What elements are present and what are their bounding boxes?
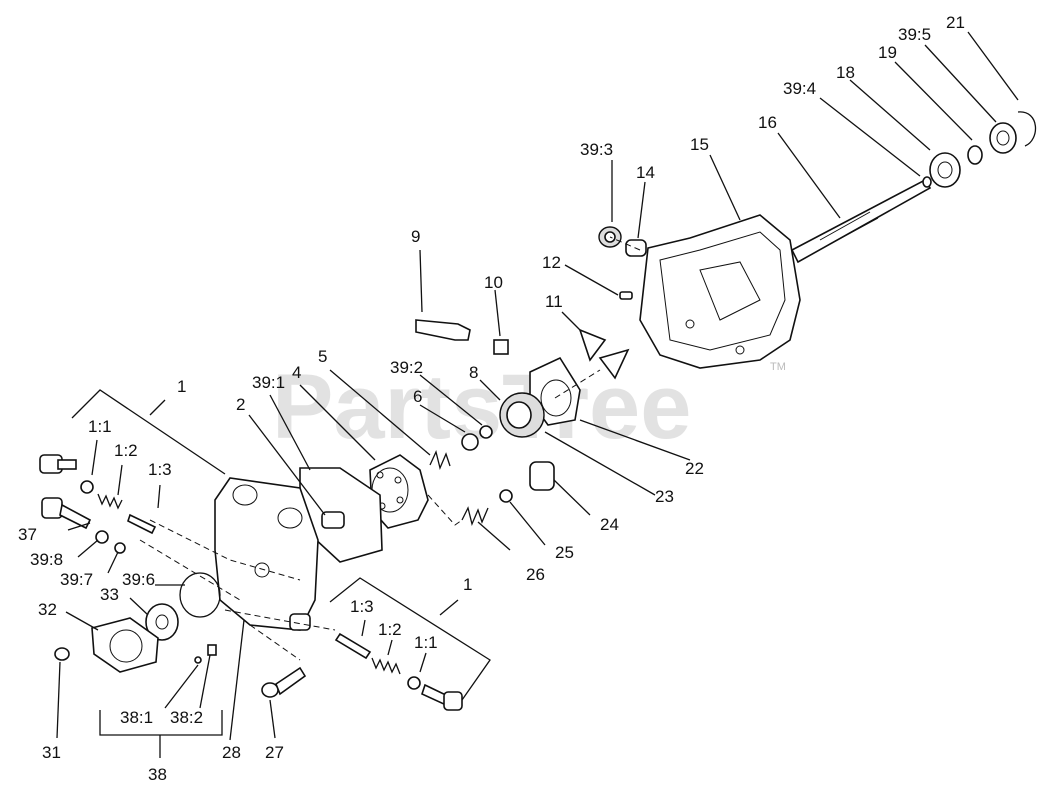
fitting-part-37[interactable] [41,497,92,530]
center-section-part-28[interactable] [214,477,319,631]
bushing-part-2[interactable] [321,511,345,529]
sleeve-part-24[interactable] [529,461,555,491]
callout-8: 8 [469,363,478,382]
callout-1-2-right: 1:2 [378,620,402,639]
spring-part-1-2-right[interactable] [371,657,401,675]
washer-part-39-2[interactable] [479,425,493,439]
callout-33: 33 [100,585,119,604]
washer-part-19[interactable] [967,145,983,165]
gerotor-part-33[interactable] [145,603,179,641]
callout-12: 12 [542,253,561,272]
callout-24: 24 [600,515,619,534]
callout-23: 23 [655,487,674,506]
pin-part-12[interactable] [619,291,633,300]
callout-1-1-right: 1:1 [414,633,438,652]
callout-31: 31 [42,743,61,762]
callout-32: 32 [38,600,57,619]
thrust-plate-part-11[interactable] [578,328,630,380]
retaining-ring-part-21[interactable] [1017,111,1037,147]
callout-39-5: 39:5 [898,25,931,44]
valve-pin-part-1-3-left[interactable] [127,513,157,535]
callout-18: 18 [836,63,855,82]
callout-labels: 1 1:1 1:2 1:3 1 1:3 1:2 1:1 2 39:1 4 5 3… [18,13,965,784]
callout-39-3: 39:3 [580,140,613,159]
seal-part-39-5[interactable] [989,122,1017,154]
callout-1-1-left: 1:1 [88,417,112,436]
assembly-centerlines [139,236,641,661]
callout-1-2-left: 1:2 [114,441,138,460]
spring-part-5[interactable] [429,450,451,471]
callout-16: 16 [758,113,777,132]
callout-1-3-left: 1:3 [148,460,172,479]
valve-plug-part-1-right[interactable] [421,683,463,711]
callout-19: 19 [878,43,897,62]
thrust-bearing-part-23[interactable] [499,392,545,438]
callout-11: 11 [545,292,563,311]
cover-part-32[interactable] [91,617,159,673]
callout-26: 26 [526,565,545,584]
leader-lines [56,31,1019,758]
shaft-part-16[interactable] [790,178,932,264]
valve-pin-part-1-3-right[interactable] [334,632,372,660]
callout-39-6: 39:6 [122,570,155,589]
callout-21: 21 [946,13,965,32]
callout-22: 22 [685,459,704,478]
block-part-10[interactable] [493,339,509,355]
callout-9: 9 [411,227,420,246]
callout-39-1: 39:1 [252,373,285,392]
callout-39-7: 39:7 [60,570,93,589]
callout-1-left: 1 [177,377,186,396]
o-ring-part-39-7[interactable] [114,542,126,554]
o-ring-part-39-6[interactable] [179,572,221,618]
spring-part-26[interactable] [461,506,489,527]
callout-27: 27 [265,743,284,762]
ball-part-38-1[interactable] [194,656,202,664]
callout-39-8: 39:8 [30,550,63,569]
housing-part-15[interactable] [639,214,801,369]
ring-part-39-4[interactable] [922,176,932,188]
callout-25: 25 [555,543,574,562]
callout-39-4: 39:4 [783,79,816,98]
callout-14: 14 [636,163,655,182]
callout-4: 4 [292,363,301,382]
lever-part-9[interactable] [415,319,471,341]
spring-part-1-2-left[interactable] [97,493,123,510]
callout-1-right: 1 [463,575,472,594]
o-ring-part-1-1-left[interactable] [80,480,94,494]
screw-part-31[interactable] [54,647,70,661]
callout-5: 5 [318,347,327,366]
ring-part-25[interactable] [499,489,513,503]
callout-6: 6 [413,387,422,406]
o-ring-part-1-1-right[interactable] [407,676,421,690]
spring-part-38-2[interactable] [207,644,217,656]
callout-2: 2 [236,395,245,414]
fitting-part-28-boss [289,613,311,631]
callout-1-3-right: 1:3 [350,597,374,616]
washer-part-6[interactable] [461,433,479,451]
bolt-part-27[interactable] [261,666,307,698]
valve-plug-part-1-left[interactable] [39,454,77,474]
watermark-trademark: TM [770,361,786,373]
callout-28: 28 [222,743,241,762]
callout-39-2: 39:2 [390,358,423,377]
callout-37: 37 [18,525,37,544]
callout-38-2: 38:2 [170,708,203,727]
callout-15: 15 [690,135,709,154]
watermark-text: PartsTree [272,356,691,458]
bearing-part-18[interactable] [929,152,961,188]
callout-38: 38 [148,765,167,784]
callout-38-1: 38:1 [120,708,153,727]
o-ring-part-39-8[interactable] [95,530,109,544]
callout-10: 10 [484,273,503,292]
